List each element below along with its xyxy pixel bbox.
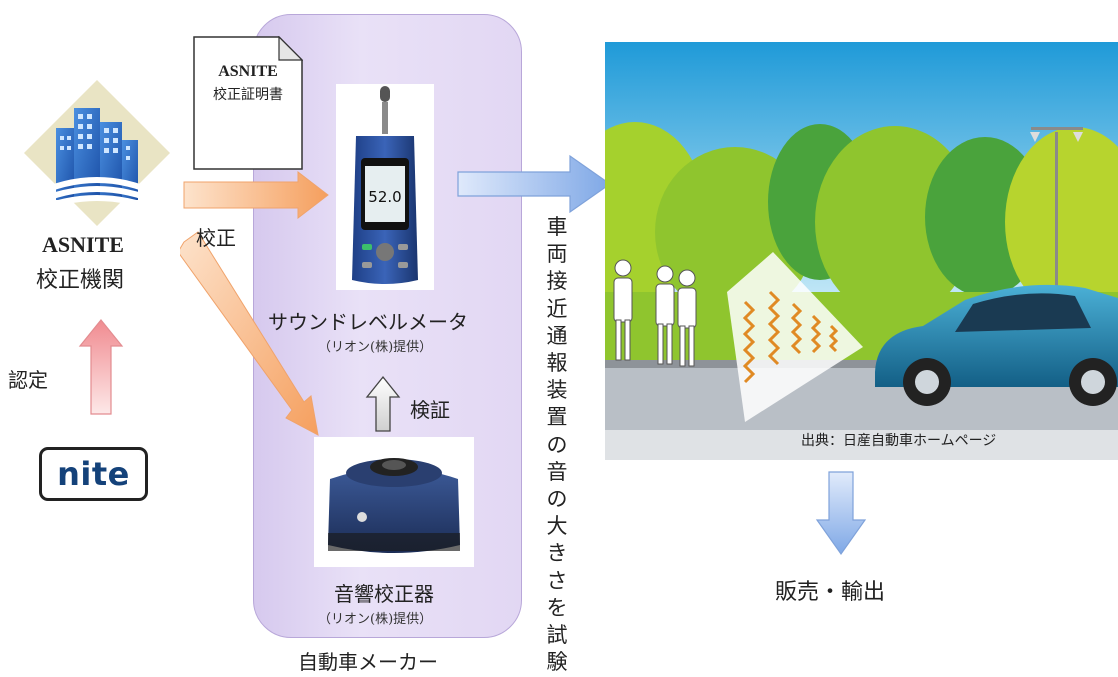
calibration-arrows <box>180 170 329 436</box>
street-scene-image: 出典：日産自動車ホームページ <box>605 42 1118 460</box>
image-source: 出典：日産自動車ホームページ <box>801 433 997 449</box>
certificate-subtitle: 校正証明書 <box>213 87 283 103</box>
asnite-title: ASNITE <box>42 232 124 257</box>
automaker-label: 自動車メーカー <box>298 650 438 674</box>
test-description: 車両接近通報装置の音の大きさを試験 <box>546 215 568 675</box>
calibrator-credit: （リオン(株)提供） <box>318 612 433 627</box>
to-scene-arrow <box>457 154 612 214</box>
accreditation-arrow <box>78 319 124 415</box>
asnite-subtitle: 校正機関 <box>36 268 125 293</box>
certificate-title: ASNITE <box>218 63 278 80</box>
certificate-document-icon <box>193 36 303 170</box>
sales-export-label: 販売・輸出 <box>775 580 886 605</box>
verification-arrow <box>365 375 401 432</box>
sound-level-meter-photo: 52.0 <box>336 84 434 290</box>
acoustic-calibrator-photo <box>314 437 474 567</box>
asnite-building-icon <box>24 80 170 226</box>
verification-label: 検証 <box>410 398 450 422</box>
sound-level-meter-label: サウンドレベルメータ <box>268 310 468 334</box>
calibration-label: 校正 <box>196 226 236 250</box>
accreditation-label: 認定 <box>8 368 48 392</box>
sales-arrow <box>815 471 867 556</box>
meter-readout: 52.0 <box>368 188 401 206</box>
meter-credit: （リオン(株)提供） <box>318 340 433 355</box>
nite-logo: nite <box>39 447 148 501</box>
calibrator-label: 音響校正器 <box>334 582 434 606</box>
